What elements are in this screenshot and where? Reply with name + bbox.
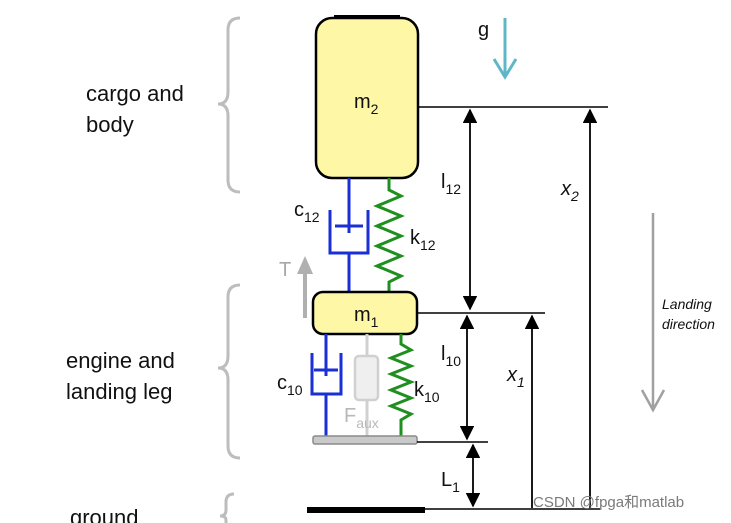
- damper-c10: [310, 334, 343, 436]
- engine-leg-label-line1: engine and: [66, 348, 175, 373]
- watermark-text: CSDN @fpga和matlab: [533, 494, 684, 511]
- thrust-arrow: [297, 256, 313, 318]
- damper-c10-label: c10: [277, 372, 303, 398]
- spring-k10: [386, 334, 416, 436]
- damper-c12: [328, 178, 370, 292]
- ground-bracket: [219, 492, 235, 523]
- mass-m2-label: m2: [354, 91, 379, 117]
- aux-force-label: Faux: [344, 405, 379, 431]
- spring-k12-label: k12: [410, 227, 436, 253]
- dimension-l12-label: l12: [441, 171, 461, 197]
- gravity-arrow: [492, 18, 518, 80]
- aux-actuator: [353, 334, 380, 436]
- footpad: [312, 435, 418, 445]
- thrust-label: T: [279, 259, 291, 281]
- gravity-label: g: [478, 19, 489, 41]
- dimension-L1-label: L1: [441, 469, 460, 495]
- mass-m1-label: m1: [354, 304, 379, 330]
- dimension-x1-label: x1: [506, 364, 525, 390]
- landing-direction-line1: Landing: [662, 296, 712, 312]
- ground-label: ground: [70, 505, 139, 523]
- dimension-x2-label: x2: [560, 178, 579, 204]
- landing-direction-arrow: [640, 213, 666, 413]
- landing-direction-line2: direction: [662, 316, 715, 332]
- spring-k12: [373, 178, 405, 292]
- spring-k10-label: k10: [414, 379, 440, 405]
- engine-leg-label-line2: landing leg: [66, 379, 172, 404]
- cargo-body-label-line1: cargo and: [86, 81, 184, 106]
- dimension-l10-label: l10: [441, 343, 461, 369]
- mass-m1-block: [311, 290, 419, 336]
- engine-leg-bracket: [217, 283, 241, 460]
- cargo-body-bracket: [217, 16, 241, 194]
- damper-c12-label: c12: [294, 199, 320, 225]
- cargo-body-label-line2: body: [86, 112, 134, 137]
